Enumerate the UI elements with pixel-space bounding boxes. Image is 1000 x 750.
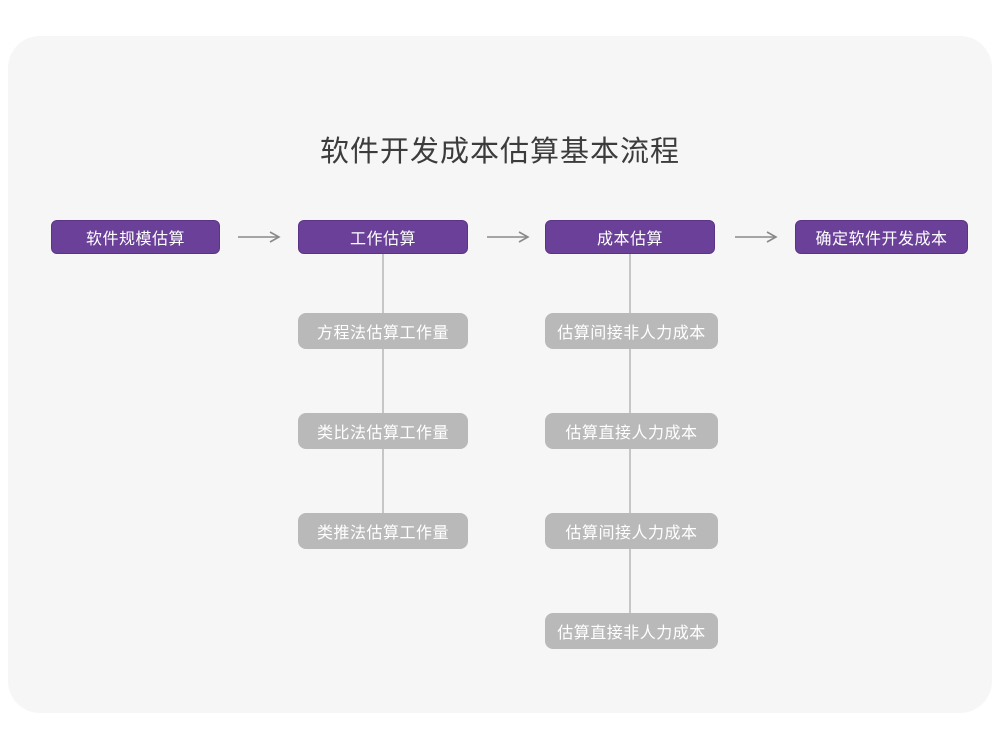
node-label: 方程法估算工作量 [316, 325, 449, 342]
node-indirect-non-labor-cost[interactable]: 估算间接非人力成本 [545, 313, 718, 349]
flow-arrow-icon [238, 231, 281, 243]
node-label: 估算直接非人力成本 [557, 625, 706, 642]
node-direct-non-labor-cost[interactable]: 估算直接非人力成本 [545, 613, 718, 649]
node-label: 估算直接人力成本 [565, 425, 698, 442]
node-analogy-method-workload[interactable]: 类比法估算工作量 [298, 413, 468, 449]
node-equation-method-workload[interactable]: 方程法估算工作量 [298, 313, 468, 349]
node-label: 工作估算 [349, 231, 416, 248]
node-label: 软件规模估算 [85, 231, 185, 248]
node-direct-labor-cost[interactable]: 估算直接人力成本 [545, 413, 718, 449]
node-label: 估算间接人力成本 [565, 525, 698, 542]
node-label: 估算间接非人力成本 [557, 325, 706, 342]
node-extrapolation-method-workload[interactable]: 类推法估算工作量 [298, 513, 468, 549]
diagram-canvas: 软件开发成本估算基本流程 软件规模估算 工作估算 成本估算 确定软件开发成本 [8, 36, 992, 713]
connector-line-work-estimation [382, 254, 384, 531]
node-label: 成本估算 [596, 231, 663, 248]
flow-arrow-icon [487, 231, 530, 243]
node-indirect-labor-cost[interactable]: 估算间接人力成本 [545, 513, 718, 549]
node-work-estimation[interactable]: 工作估算 [298, 220, 468, 254]
node-software-scale-estimation[interactable]: 软件规模估算 [51, 220, 220, 254]
flow-arrow-icon [735, 231, 778, 243]
node-label: 类推法估算工作量 [316, 525, 449, 542]
node-label: 确定软件开发成本 [815, 231, 948, 248]
node-cost-estimation[interactable]: 成本估算 [545, 220, 715, 254]
diagram-title: 软件开发成本估算基本流程 [319, 136, 680, 168]
node-label: 类比法估算工作量 [316, 425, 449, 442]
node-determine-software-dev-cost[interactable]: 确定软件开发成本 [795, 220, 968, 254]
